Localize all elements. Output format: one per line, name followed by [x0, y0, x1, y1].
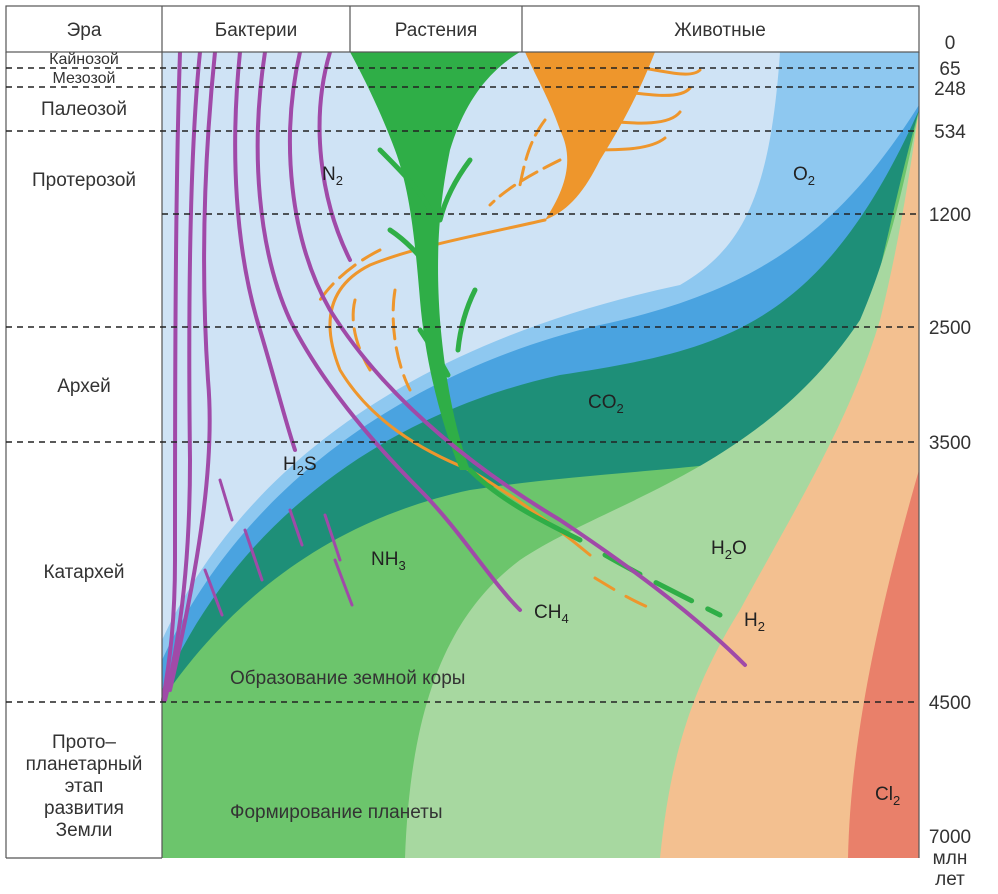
gas-co2-label: CO2 [588, 392, 624, 416]
gas-ch4-label: CH4 [534, 602, 569, 626]
caption-crust-formation: Образование земной коры [230, 668, 465, 689]
era-proto-line-1: Прото– [52, 732, 116, 753]
gas-labels: N2 O2 CO2 H2S NH3 CH4 H2O H2 Cl2 [283, 164, 900, 808]
gas-h2s-label: H2S [283, 454, 317, 478]
header-row: Эра Бактерии Растения Животные [5, 5, 920, 53]
age-unit-label: млн [933, 848, 968, 869]
era-proto-line-3: этап [65, 776, 104, 797]
gas-n2-label: N2 [322, 164, 343, 188]
caption-planet-formation: Формирование планеты [230, 802, 443, 823]
age-label: 0 [945, 33, 956, 54]
header-era: Эра [67, 20, 102, 41]
age-label: 2500 [929, 318, 971, 339]
era-proto-line-2: планетарный [26, 754, 143, 775]
gas-h2o-label: H2O [711, 538, 747, 562]
age-label: 248 [934, 79, 966, 100]
gas-o2-label: O2 [793, 164, 815, 188]
era-mesozoic: Мезозой [53, 70, 116, 87]
age-label: 65 [939, 59, 960, 80]
age-label: 3500 [929, 433, 971, 454]
era-katarchean: Катархей [43, 562, 124, 583]
era-column: Кайнозой Мезозой Палеозой Протерозой Арх… [5, 51, 920, 859]
era-archean: Архей [57, 376, 111, 397]
age-label: 4500 [929, 693, 971, 714]
gas-zones [162, 52, 919, 858]
age-label: 534 [934, 122, 966, 143]
zone-h2o [660, 110, 919, 858]
age-axis: 0 65 248 534 1200 2500 3500 4500 7000 мл… [929, 33, 971, 890]
era-proto-line-4: развития [44, 798, 124, 819]
plants-fan [350, 52, 520, 470]
era-boundaries [6, 67, 919, 703]
bacteria-lines [161, 50, 747, 702]
era-proto-line-5: Земли [56, 820, 113, 841]
animals-fan [525, 52, 655, 220]
header-animals: Животные [674, 20, 766, 41]
gas-h2-label: H2 [744, 610, 765, 634]
era-cenozoic: Кайнозой [49, 51, 119, 68]
era-proterozoic: Протерозой [32, 170, 136, 191]
age-unit-label: лет [935, 869, 965, 890]
header-plants: Растения [395, 20, 478, 41]
zone-cl2 [848, 470, 919, 858]
animals-tree [318, 52, 702, 612]
age-label: 1200 [929, 205, 971, 226]
age-label: 7000 [929, 827, 971, 848]
header-background [5, 5, 920, 53]
header-bacteria: Бактерии [215, 20, 297, 41]
gas-nh3-label: NH3 [371, 549, 406, 573]
gas-cl2-label: Cl2 [875, 784, 900, 808]
era-paleozoic: Палеозой [41, 99, 127, 120]
